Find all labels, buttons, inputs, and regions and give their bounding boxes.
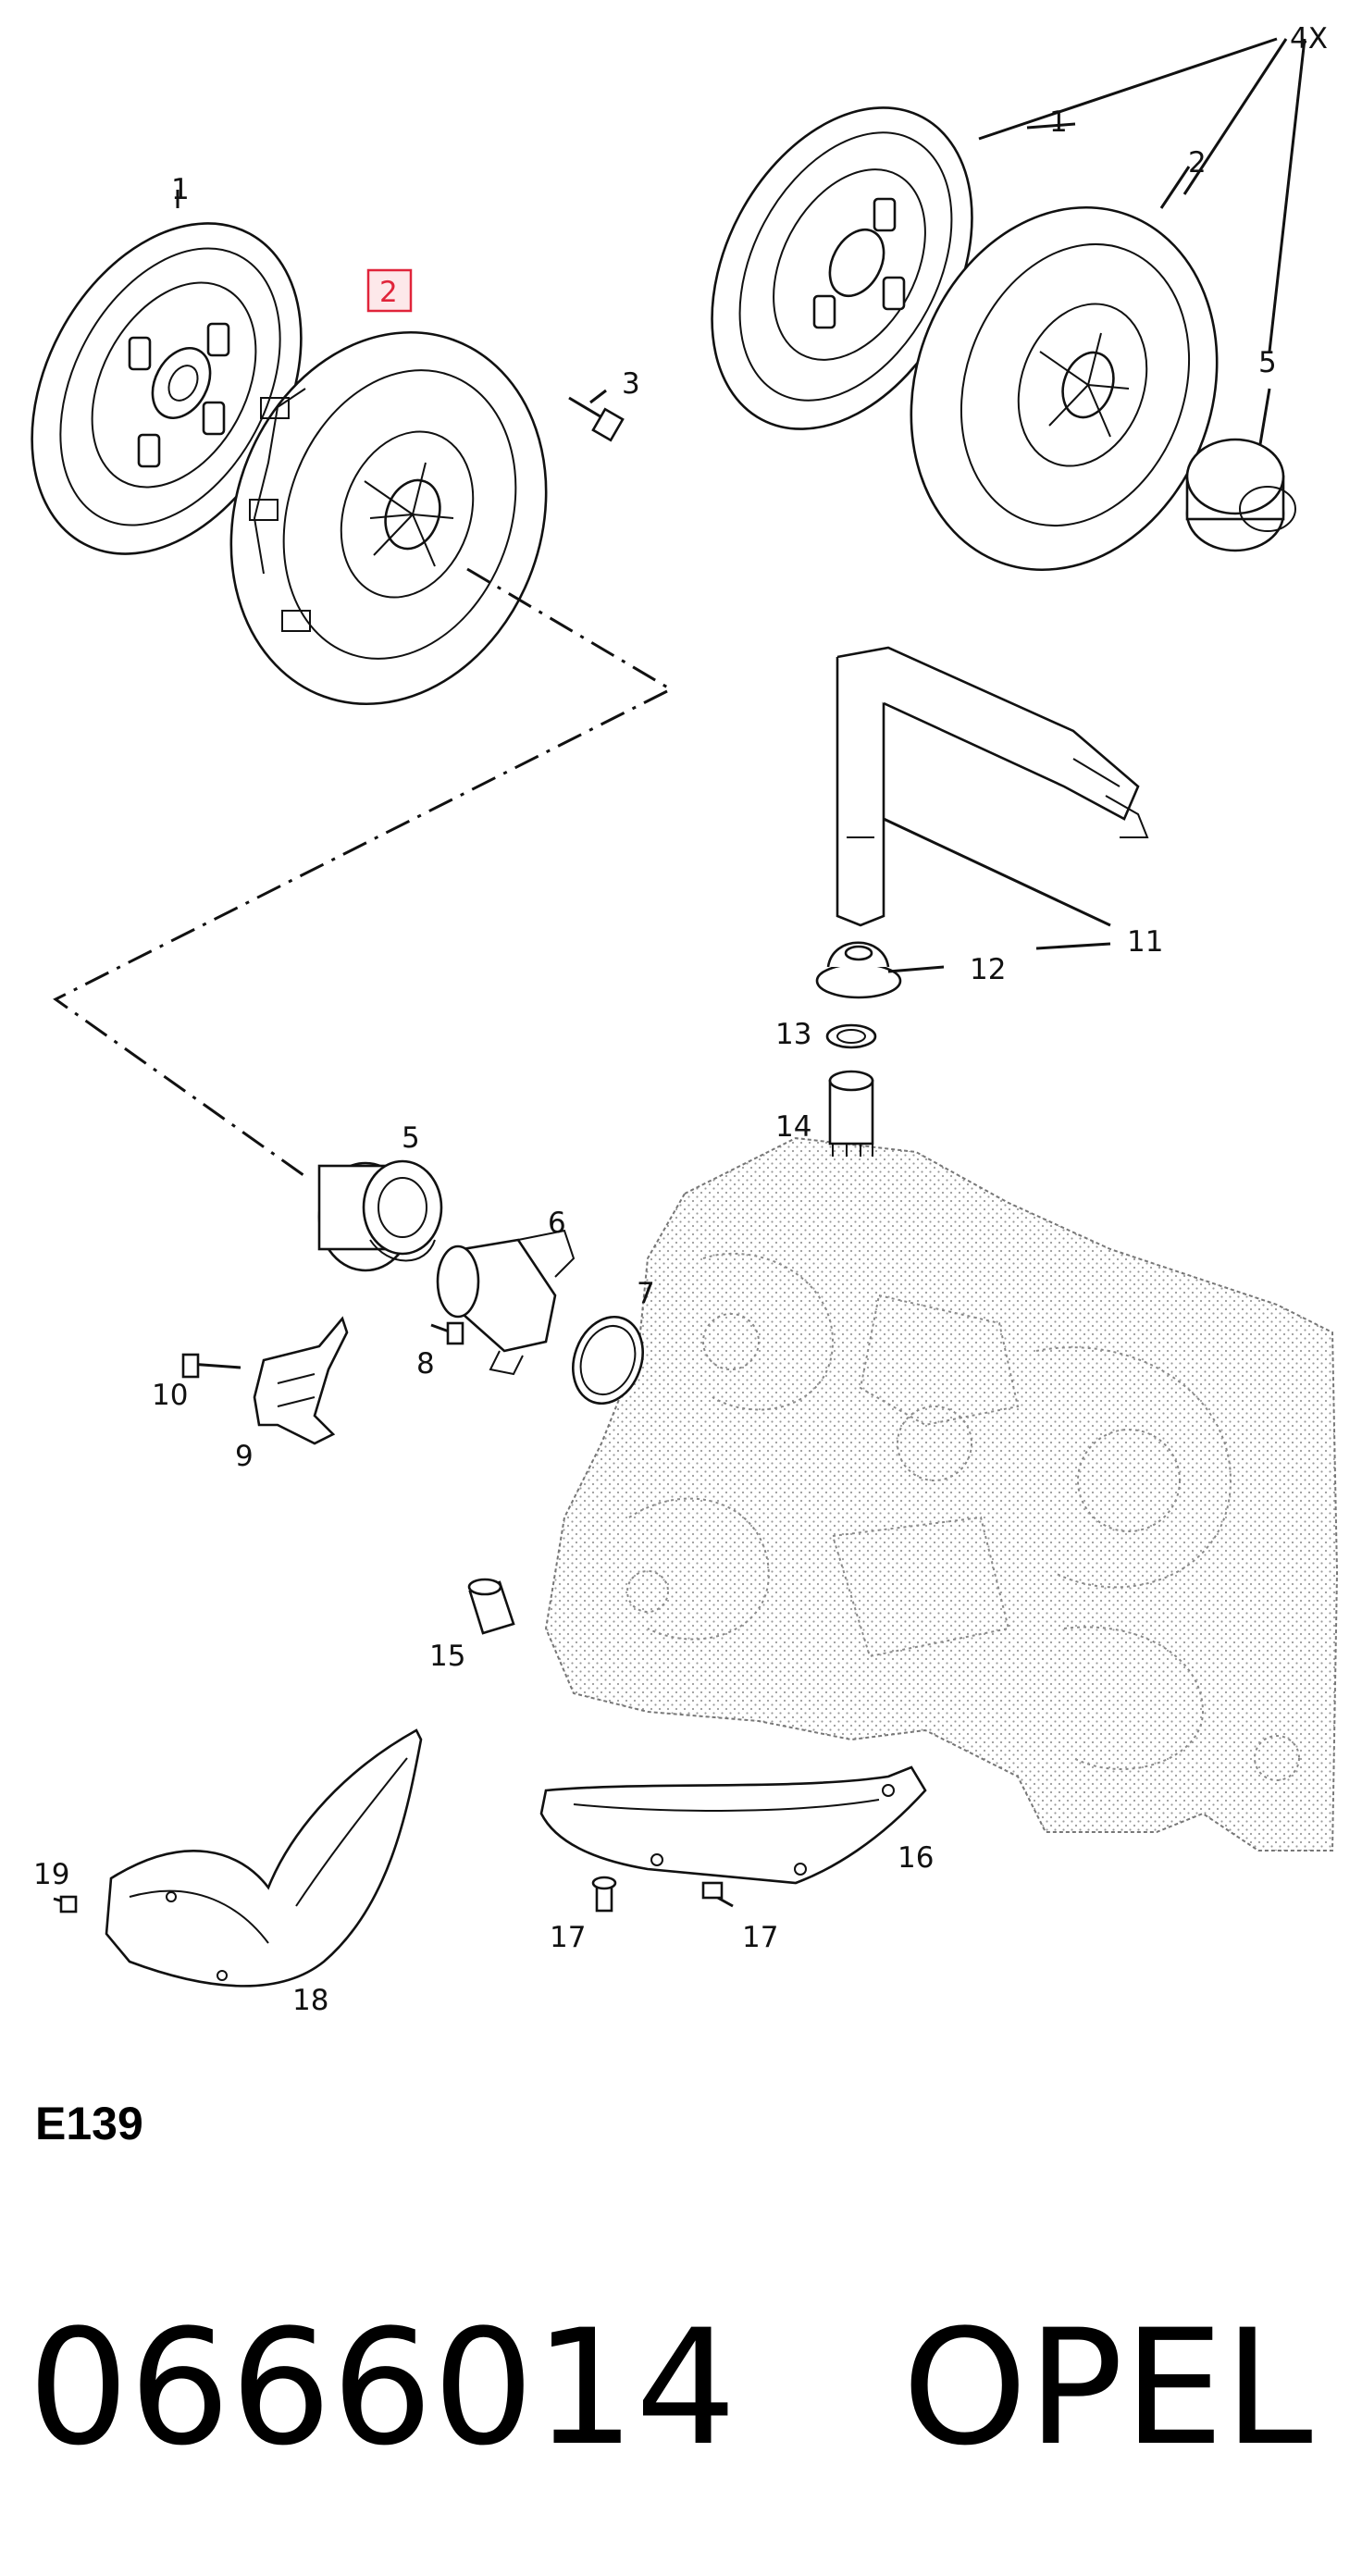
callout-14: 14 [775,1110,811,1144]
callout-10: 10 [152,1379,188,1412]
callout-7: 7 [637,1277,655,1310]
callout-4x: 4X [1290,22,1328,56]
callout-1-right: 1 [1049,105,1068,139]
callout-5-mid: 5 [402,1121,420,1155]
pressure-plate-left-drawing [229,330,548,706]
callout-18: 18 [292,1984,328,2017]
seal-ring-bush-drawing [815,941,902,1157]
release-shaft-drawing [836,646,1149,927]
leader-lines [176,37,1306,973]
callout-15: 15 [429,1640,465,1673]
heat-shield-18-drawing [53,1728,423,1988]
callout-13: 13 [775,1018,811,1051]
callout-1-left: 1 [171,173,190,206]
highlighted-callout-box [366,268,413,313]
brand-name: OPEL [902,2295,1313,2481]
callout-2-left-highlighted: 2 [379,276,398,309]
bolt-3-drawing [568,396,625,442]
cover-plate-16-drawing [539,1765,927,1913]
callout-3: 3 [622,367,640,401]
callout-17-right: 17 [742,1921,778,1954]
callout-5-right: 5 [1258,346,1277,379]
transmission-housing-drawing [544,1136,1339,1852]
alignment-line [53,567,675,1182]
callout-2-right: 2 [1188,146,1207,180]
clutch-kit-right-drawing [711,106,1296,572]
callout-12: 12 [970,953,1006,986]
bush-15-drawing [467,1578,515,1635]
part-number: 0666014 [28,2295,737,2481]
diagram-code: E139 [35,2098,143,2149]
callout-19: 19 [33,1858,69,1891]
callout-9: 9 [235,1440,254,1473]
callout-16: 16 [898,1841,934,1875]
callout-11: 11 [1127,925,1163,959]
bearing-guide-drawing [317,1159,644,1406]
release-fork-drawing [181,1316,349,1445]
callout-8: 8 [416,1347,435,1381]
callout-17-left: 17 [550,1921,586,1954]
callout-6: 6 [548,1207,566,1240]
